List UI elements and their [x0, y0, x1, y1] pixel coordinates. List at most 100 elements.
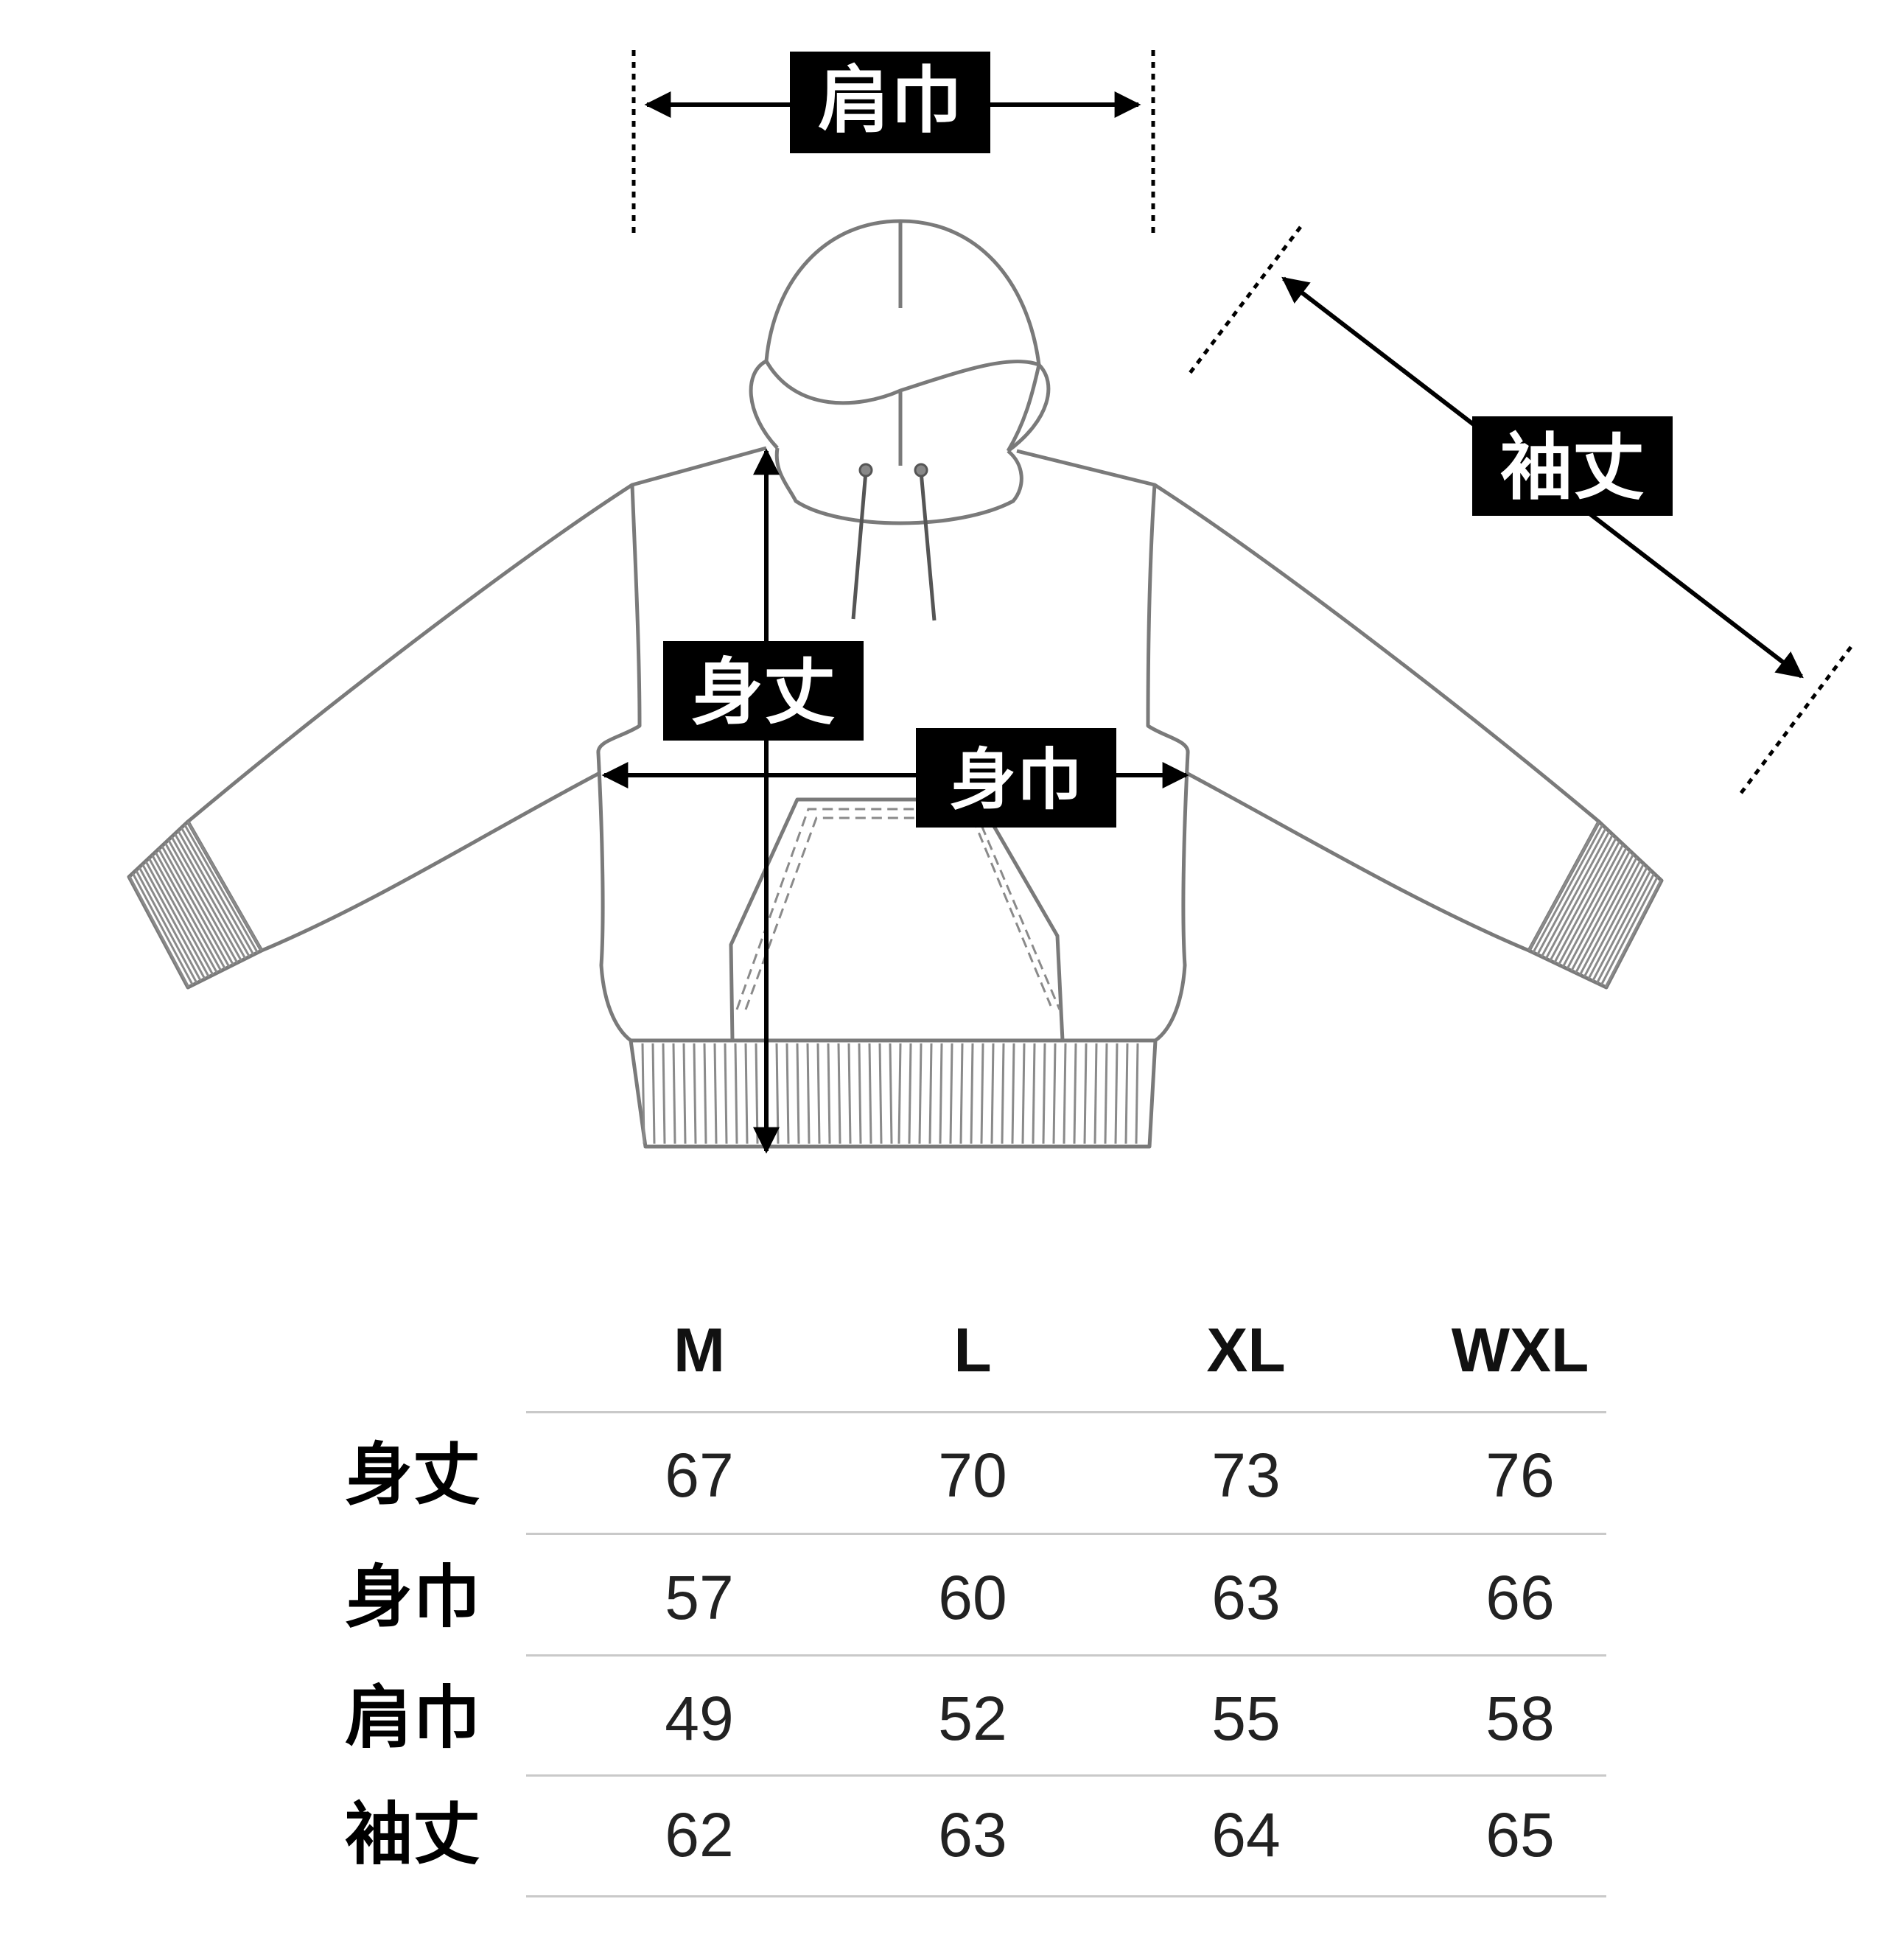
rib-line: [744, 1043, 749, 1144]
table-cell: 55: [1211, 1684, 1281, 1753]
kangaroo-pocket: [729, 797, 1065, 1041]
rib-line: [1001, 1043, 1005, 1144]
rib-line: [1532, 824, 1603, 954]
body-left-side: [596, 446, 767, 1042]
rib-line: [177, 830, 251, 957]
rib-line: [651, 1043, 656, 1144]
rib-line: [980, 1043, 984, 1144]
left-cuff-ribbing: [128, 821, 263, 988]
rib-line: [672, 1043, 676, 1144]
rib-line: [827, 1043, 831, 1144]
rib-line: [990, 1043, 995, 1144]
right-cuff-ribbing: [1527, 821, 1662, 988]
rib-line: [1570, 853, 1635, 972]
rib-line: [1536, 828, 1607, 956]
table-cell: 65: [1485, 1800, 1555, 1869]
table-cell: 64: [1211, 1800, 1281, 1869]
column-header-xl: XL: [1206, 1315, 1286, 1385]
rib-line: [847, 1043, 852, 1144]
rib-line: [641, 1043, 645, 1144]
rib-line: [939, 1043, 943, 1144]
table-cell: 58: [1485, 1684, 1555, 1753]
rib-line: [141, 864, 206, 980]
rib-line: [1052, 1043, 1057, 1144]
table-cell: 57: [665, 1563, 734, 1632]
rib-line: [693, 1043, 697, 1144]
rib-line: [816, 1043, 821, 1144]
rib-line: [1124, 1043, 1129, 1144]
rib-line: [1566, 850, 1631, 970]
sleeve-bottom-extension: [1737, 646, 1852, 797]
rib-line: [1093, 1043, 1098, 1144]
collar: [774, 447, 1023, 525]
rib-line: [170, 836, 242, 962]
table-cell: 49: [665, 1684, 734, 1753]
body-width-label-text: 身巾: [950, 741, 1082, 819]
rib-line: [1583, 863, 1645, 978]
table-cell: 63: [1211, 1563, 1281, 1632]
table-rule: [526, 1654, 1606, 1657]
shoulder-width-label: 肩巾: [790, 52, 990, 153]
rib-line: [1544, 833, 1614, 959]
hood-opening: [764, 359, 1041, 452]
rib-line: [1135, 1043, 1139, 1144]
rib-line: [1527, 821, 1600, 951]
rib-line: [949, 1043, 953, 1144]
table-cell: 63: [938, 1800, 1007, 1869]
rib-line: [158, 848, 226, 970]
sleeve-length-label: 袖丈: [1472, 416, 1673, 516]
rib-line: [167, 839, 239, 964]
rib-line: [662, 1043, 666, 1144]
rib-line: [151, 854, 218, 973]
rib-line: [135, 870, 198, 984]
rib-line: [837, 1043, 841, 1144]
left-sleeve: [186, 483, 634, 953]
rib-line: [1600, 876, 1659, 986]
rib-line: [897, 1043, 902, 1144]
rib-line: [138, 867, 202, 982]
rib-line: [186, 821, 263, 951]
column-header-l: L: [953, 1315, 992, 1385]
table-cell: 60: [938, 1563, 1007, 1632]
pocket-stitching: [735, 808, 1061, 1010]
rib-line: [889, 1043, 893, 1144]
waistband-ribbing: [641, 1043, 1139, 1144]
rib-line: [1073, 1043, 1077, 1144]
column-header-m: M: [673, 1315, 725, 1385]
rib-line: [928, 1043, 933, 1144]
rib-line: [1553, 840, 1621, 964]
body-length-label-text: 身丈: [691, 651, 836, 735]
rib-line: [868, 1043, 872, 1144]
rib-line: [1604, 879, 1662, 988]
rib-line: [183, 824, 259, 954]
rib-line: [1021, 1043, 1026, 1144]
rib-line: [1558, 844, 1625, 965]
rib-line: [806, 1043, 811, 1144]
table-rule: [526, 1411, 1606, 1413]
sleeve-top-extension: [1186, 225, 1302, 377]
table-cell: 70: [938, 1441, 1007, 1510]
table-cell: 66: [1485, 1563, 1555, 1632]
rib-line: [796, 1043, 800, 1144]
right-eyelet: [914, 463, 928, 477]
row-label-shoulder-width: 肩巾: [344, 1679, 480, 1757]
table-rule: [526, 1774, 1606, 1777]
rib-line: [147, 857, 214, 976]
rib-line: [1578, 860, 1642, 976]
drawstrings: [851, 471, 937, 621]
rib-line: [164, 842, 234, 965]
table-cell: 73: [1211, 1441, 1281, 1510]
rib-line: [1587, 866, 1648, 980]
sleeve-length-label-text: 袖丈: [1500, 426, 1645, 510]
rib-line: [970, 1043, 974, 1144]
rib-line: [713, 1043, 718, 1144]
rib-line: [174, 833, 247, 959]
rib-line: [734, 1043, 738, 1144]
body-width-label: 身巾: [916, 728, 1116, 828]
rib-line: [1541, 830, 1611, 957]
column-header-wxl: WXL: [1451, 1315, 1589, 1385]
table-rule: [526, 1895, 1606, 1897]
rib-line: [1592, 870, 1652, 982]
row-label-body-width: 身巾: [344, 1558, 480, 1637]
rib-line: [878, 1043, 883, 1144]
